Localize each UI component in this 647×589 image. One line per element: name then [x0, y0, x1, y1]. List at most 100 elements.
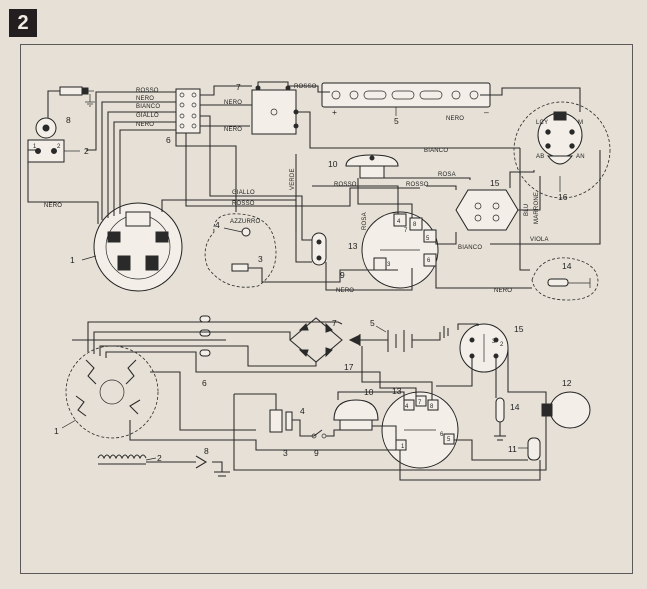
tail-lamp-bulb: [527, 437, 541, 461]
wire-label: GIALLO: [136, 113, 159, 119]
wire-label: NERO: [136, 122, 154, 128]
junction-terminal: [179, 123, 185, 129]
component-number: 7: [236, 82, 241, 92]
terminal-mark: M: [578, 120, 583, 126]
wire: [490, 150, 601, 245]
light-switch-terminal: [493, 337, 499, 343]
wire: [326, 429, 340, 437]
wire-label: ROSSO: [232, 201, 255, 207]
component-number: 15: [490, 178, 500, 188]
horn-button-contact: [285, 411, 293, 431]
ignition-switch-terminal: [427, 399, 439, 411]
wire-label: ROSA: [438, 172, 456, 178]
component-number: 10: [328, 159, 338, 169]
junction-terminal: [179, 113, 185, 119]
rectifier-bridge: [289, 317, 361, 363]
wire: [129, 420, 404, 451]
wire: [86, 91, 176, 151]
wire: [150, 371, 256, 431]
ignition-switch-terminal: [409, 217, 423, 231]
fuse-terminal: [469, 90, 479, 100]
stop-switch: [311, 232, 327, 266]
spark-plug: [47, 86, 95, 112]
wire-label: ROSSO: [294, 84, 317, 90]
light-switch-terminal: [469, 337, 475, 343]
ignition-switch-terminal: [393, 213, 407, 227]
horn-dome: [333, 399, 379, 421]
component-number: 9: [314, 448, 319, 458]
wire: [185, 133, 420, 207]
horn-unit: [345, 154, 399, 179]
wire: [372, 425, 397, 446]
wire-label: GIALLO: [232, 190, 255, 196]
wire-label: ROSA: [362, 212, 368, 230]
spark-lead-wire: [47, 90, 60, 112]
coil-terminal-2: [51, 148, 57, 154]
horn-unit-base: [359, 165, 385, 179]
wire: [234, 393, 277, 402]
rectifier-diamond: [289, 317, 343, 363]
wire: [435, 232, 457, 245]
coil-leader: [145, 457, 157, 461]
component-number: 7: [332, 318, 337, 328]
wire: [519, 148, 530, 271]
wire: [99, 345, 317, 367]
terminal-mark: 4: [397, 219, 401, 225]
wire-label: MARRONE: [534, 192, 540, 224]
voltage-regulator: [251, 81, 299, 135]
headlight-switch: [513, 101, 611, 199]
fuse-bar-body: [321, 82, 491, 108]
stop-switch-contact: [321, 433, 327, 439]
headlight-switch-tab: [553, 111, 567, 121]
wire: [412, 332, 441, 341]
tail-light-terminal: [492, 214, 500, 222]
stop-switch-terminal: [316, 255, 322, 261]
horn-switch-body: [231, 263, 249, 272]
wire: [457, 323, 479, 330]
magneto-winding: [85, 359, 97, 385]
magneto-stator-ring: [93, 202, 183, 292]
wire: [480, 87, 581, 112]
magneto-leader: [61, 419, 77, 429]
component-number: 14: [510, 402, 520, 412]
headlight-switch-terminal: [569, 129, 575, 135]
magneto-coil: [107, 231, 121, 243]
magneto-coil: [117, 255, 131, 271]
wire: [436, 356, 473, 387]
stop-lamp-bulb: [495, 397, 505, 423]
regulator-bridge-wire: [257, 81, 289, 88]
headlamp: [541, 391, 591, 429]
component-number: 5: [394, 116, 399, 126]
magneto-winding: [75, 395, 87, 417]
wire-label: NERO: [446, 116, 464, 122]
terminal-mark: 2: [57, 144, 61, 150]
regulator-screw: [270, 108, 278, 116]
wire-label: BIANCO: [136, 104, 160, 110]
junction-terminal: [179, 102, 185, 108]
junction-terminal: [191, 102, 197, 108]
wire: [296, 111, 520, 149]
wire-label: AZZURRO: [230, 219, 261, 225]
component-number: 10: [364, 387, 374, 397]
ignition-coil-center: [42, 124, 50, 132]
spark-plug-body: [59, 86, 83, 96]
wire-label: NERO: [136, 96, 154, 102]
terminal-mark: 3: [387, 262, 391, 268]
terminal-mark: AN: [576, 154, 585, 160]
terminal-mark: 1: [33, 144, 37, 150]
component-number: 5: [370, 318, 375, 328]
stop-lamp-schematic: [494, 397, 506, 441]
wire-label: ROSSO: [136, 88, 159, 94]
rectifier-diode: [325, 347, 333, 358]
wire-label: NERO: [44, 203, 62, 209]
rectifier-output-diode: [348, 334, 361, 346]
wire: [101, 101, 176, 220]
diagram-frame: [20, 44, 633, 574]
bottom-wiring-diagram: 1 2 3 4 5 6 7 8 1 2 3 4 5 6 7 8 9 10: [54, 315, 591, 481]
magneto-terminal-plate: [125, 211, 151, 227]
wire: [518, 176, 541, 211]
component-number: 4: [215, 220, 220, 230]
wire: [107, 111, 176, 218]
wire: [337, 391, 405, 400]
fuse-element: [419, 90, 443, 100]
